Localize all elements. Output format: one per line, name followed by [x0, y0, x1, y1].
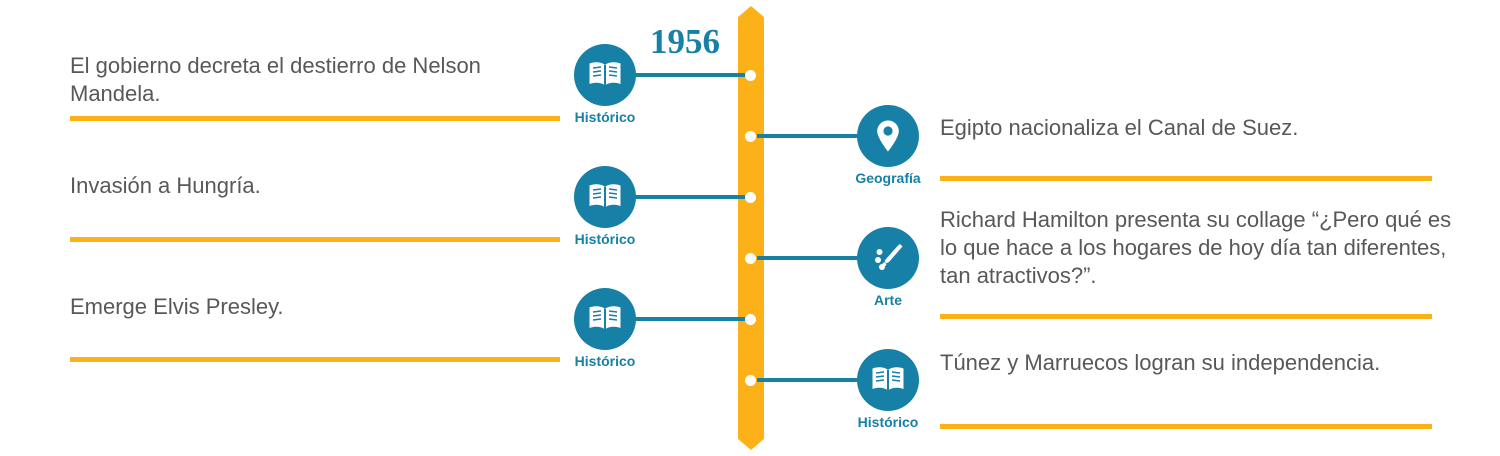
category-icon-badge [574, 166, 636, 228]
category-icon-badge [857, 349, 919, 411]
category-icon-badge [574, 44, 636, 106]
event-underline [940, 314, 1432, 319]
event-text: Invasión a Hungría. [70, 173, 261, 198]
connector-line [757, 134, 892, 138]
connector-line [757, 256, 892, 260]
open-book-icon [589, 184, 621, 208]
open-book-icon [589, 306, 621, 330]
timeline-node-dot [745, 70, 756, 81]
timeline-node-dot [745, 192, 756, 203]
connector-line [600, 73, 745, 77]
connector-line [757, 378, 892, 382]
event-text: Túnez y Marruecos logran su independenci… [940, 350, 1381, 375]
timeline-node-dot [745, 131, 756, 142]
paintbrush-icon [875, 244, 903, 270]
connector-line [600, 317, 745, 321]
category-label: Geografía [855, 170, 921, 186]
open-book-icon [872, 367, 904, 391]
timeline-node-dot [745, 314, 756, 325]
connector-line [600, 195, 745, 199]
event-underline [70, 357, 560, 362]
year-label: 1956 [650, 22, 720, 61]
category-label: Arte [873, 292, 902, 308]
event-text: Emerge Elvis Presley. [70, 294, 284, 319]
event-text: Egipto nacionaliza el Canal de Suez. [940, 115, 1299, 140]
category-label: Histórico [574, 353, 636, 369]
category-icon-badge [574, 288, 636, 350]
category-label: Histórico [857, 414, 919, 430]
map-pin-icon [877, 120, 899, 152]
event-text: Richard Hamilton presenta su collage “¿P… [940, 207, 1452, 288]
open-book-icon [589, 62, 621, 86]
event-underline [940, 424, 1432, 429]
category-label: Histórico [574, 231, 636, 247]
category-icon-badge [857, 227, 919, 289]
event-text: El gobierno decreta el destierro de Nels… [70, 53, 481, 106]
timeline-node-dot [745, 375, 756, 386]
event-underline [940, 176, 1432, 181]
category-label: Histórico [574, 109, 636, 125]
timeline-node-dot [745, 253, 756, 264]
event-underline [70, 237, 560, 242]
event-underline [70, 116, 560, 121]
category-icon-badge [857, 105, 919, 167]
